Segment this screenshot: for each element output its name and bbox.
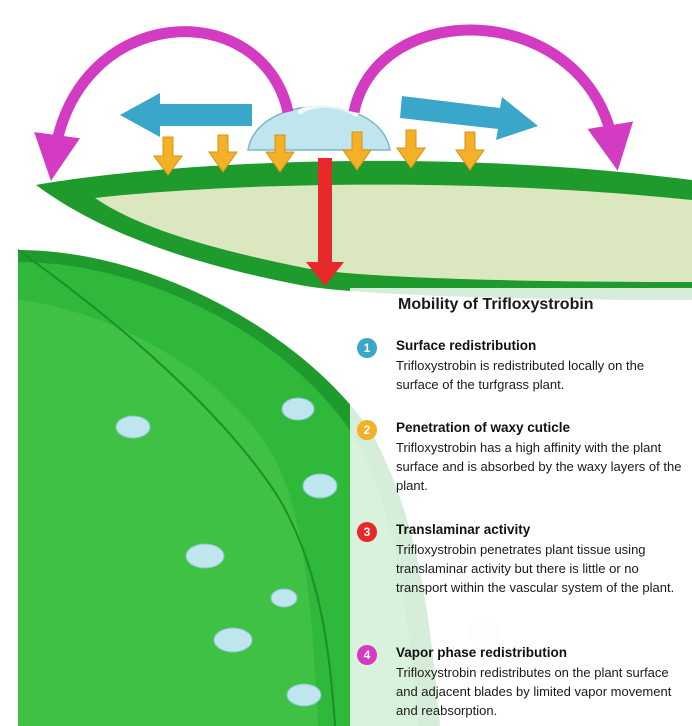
item-text: Trifloxystrobin penetrates plant tissue … [396,540,688,597]
number-badge: 3 [357,522,377,542]
item-heading: Penetration of waxy cuticle [396,420,570,435]
item-text: Trifloxystrobin has a high affinity with… [396,438,688,495]
number-badge: 1 [357,338,377,358]
item-text: Trifloxystrobin is redistributed locally… [396,356,688,394]
number-badge: 4 [357,645,377,665]
item-text: Trifloxystrobin redistributes on the pla… [396,663,688,720]
legend-panel [350,288,692,726]
surface-arrow-left [120,93,252,137]
diagram-title: Mobility of Trifloxystrobin [398,296,594,314]
item-heading: Translaminar activity [396,522,530,537]
droplet-dome [248,107,390,151]
number-badge: 2 [357,420,377,440]
item-heading: Surface redistribution [396,338,536,353]
item-heading: Vapor phase redistribution [396,645,567,660]
vapor-arrow-right [354,30,614,148]
leaf-cross-section-inner [95,185,692,282]
